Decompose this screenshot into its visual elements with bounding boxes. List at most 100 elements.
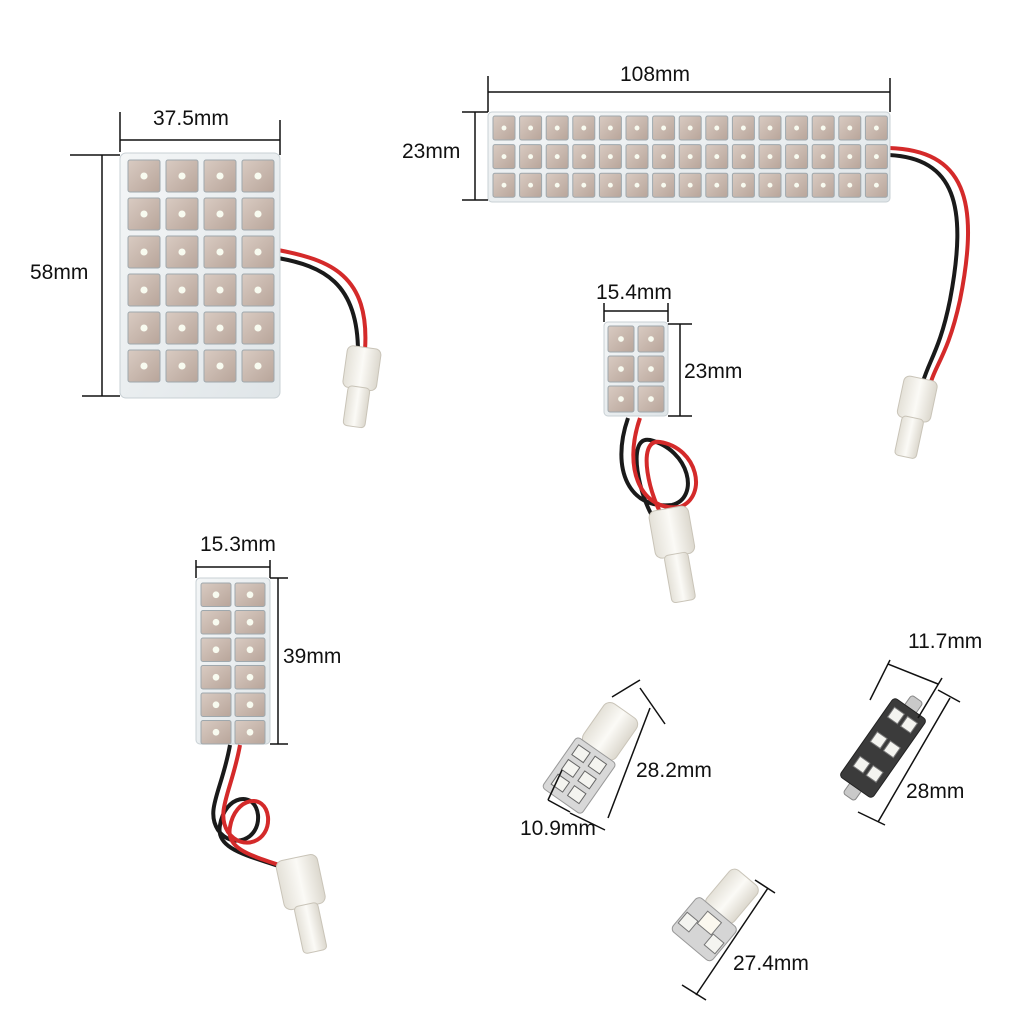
led-chip — [178, 248, 186, 256]
led-chip — [528, 182, 534, 188]
led-chip — [528, 125, 534, 131]
led-chip — [661, 154, 667, 160]
led-chip — [607, 125, 613, 131]
width-label: 37.5mm — [153, 107, 229, 130]
led-chip — [581, 125, 587, 131]
height-label: 23mm — [402, 140, 461, 163]
led-panel-2x6 — [195, 577, 327, 954]
led-chip — [216, 362, 224, 370]
length-label: 27.4mm — [733, 952, 809, 975]
led-chip — [212, 728, 220, 736]
led-chip — [767, 154, 773, 160]
t10-5smd-bulb — [671, 868, 759, 962]
led-chip — [212, 673, 220, 681]
led-chip — [794, 182, 800, 188]
led-chip — [246, 618, 254, 626]
led-chip — [178, 324, 186, 332]
led-chip — [246, 701, 254, 709]
led-chip — [178, 172, 186, 180]
led-chip — [794, 154, 800, 160]
height-label: 39mm — [283, 645, 342, 668]
led-cell-grid — [200, 582, 266, 745]
t10-socket — [342, 345, 382, 429]
led-chip — [246, 673, 254, 681]
led-panel-2x3 — [603, 321, 698, 604]
led-chip — [178, 362, 186, 370]
led-chip — [820, 125, 826, 131]
led-chip — [873, 182, 879, 188]
led-chip — [528, 154, 534, 160]
led-chip — [178, 210, 186, 218]
led-strip-15x3 — [487, 111, 971, 459]
led-chip — [740, 182, 746, 188]
led-chip — [254, 362, 262, 370]
led-chip — [501, 182, 507, 188]
led-chip — [554, 154, 560, 160]
led-chip — [714, 154, 720, 160]
led-chip — [648, 336, 654, 342]
led-chip — [687, 125, 693, 131]
led-chip — [873, 125, 879, 131]
led-cell-grid — [607, 325, 665, 413]
led-chip — [216, 286, 224, 294]
width-label: 11.7mm — [908, 630, 983, 653]
led-chip — [714, 125, 720, 131]
led-chip — [618, 396, 624, 402]
led-chip — [246, 591, 254, 599]
led-chip — [501, 154, 507, 160]
led-chip — [714, 182, 720, 188]
led-chip — [246, 728, 254, 736]
led-chip — [634, 154, 640, 160]
width-label: 15.4mm — [596, 281, 672, 304]
led-chip — [820, 154, 826, 160]
led-cell-grid — [492, 115, 888, 198]
led-chip — [216, 172, 224, 180]
led-chip — [820, 182, 826, 188]
led-chip — [687, 182, 693, 188]
led-chip — [794, 125, 800, 131]
led-chip — [740, 125, 746, 131]
led-chip — [607, 154, 613, 160]
led-chip — [661, 125, 667, 131]
height-label: 23mm — [684, 360, 743, 383]
led-chip — [216, 248, 224, 256]
length-label: 28.2mm — [636, 759, 712, 782]
led-chip — [634, 125, 640, 131]
width-label: 108mm — [620, 63, 691, 86]
led-chip — [847, 154, 853, 160]
led-chip — [216, 210, 224, 218]
led-chip — [581, 182, 587, 188]
led-chip — [501, 125, 507, 131]
led-chip — [634, 182, 640, 188]
led-chip — [581, 154, 587, 160]
led-chip — [246, 646, 254, 654]
height-label: 58mm — [30, 261, 89, 284]
led-chip — [554, 125, 560, 131]
led-chip — [740, 154, 746, 160]
led-chip — [212, 646, 220, 654]
led-chip — [847, 182, 853, 188]
led-chip — [140, 210, 148, 218]
led-chip — [661, 182, 667, 188]
led-chip — [767, 182, 773, 188]
led-chip — [216, 324, 224, 332]
led-chip — [140, 362, 148, 370]
led-chip — [178, 286, 186, 294]
led-cell-grid — [127, 159, 275, 383]
led-chip — [618, 336, 624, 342]
led-chip — [648, 366, 654, 372]
led-chip — [140, 286, 148, 294]
led-chip — [687, 154, 693, 160]
led-chip — [140, 172, 148, 180]
festoon-bulb — [840, 695, 926, 801]
led-chip — [648, 396, 654, 402]
led-chip — [618, 366, 624, 372]
t10-smd-bulb — [542, 702, 639, 814]
led-chip — [212, 591, 220, 599]
led-chip — [254, 172, 262, 180]
led-chip — [212, 701, 220, 709]
led-chip — [140, 248, 148, 256]
led-chip — [847, 125, 853, 131]
led-chip — [554, 182, 560, 188]
